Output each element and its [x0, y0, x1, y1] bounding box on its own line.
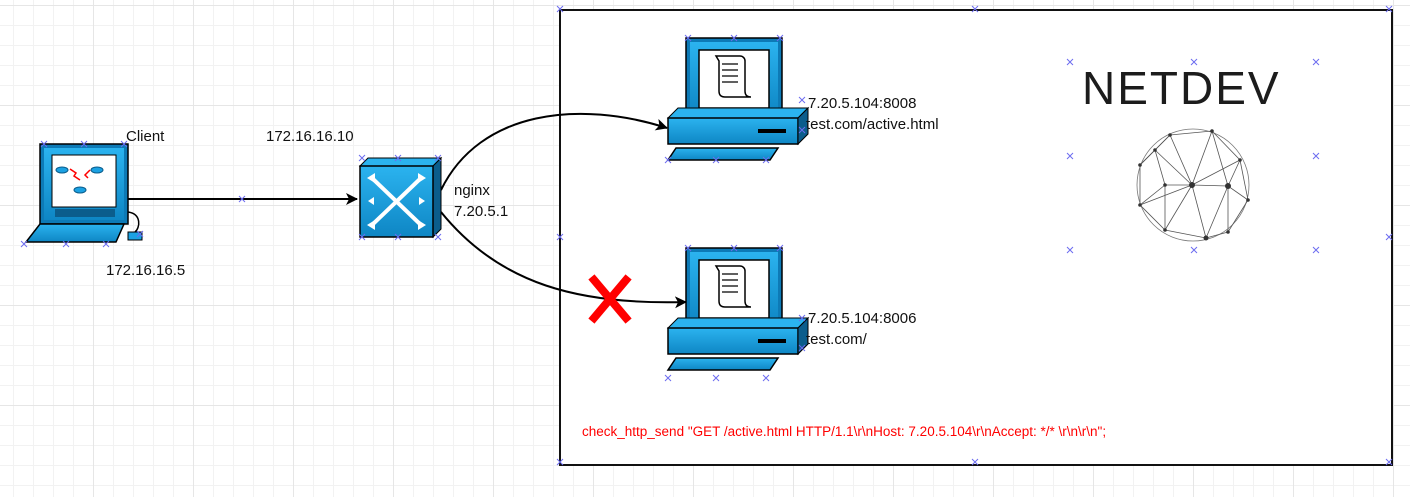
selection-handle — [798, 126, 806, 134]
selection-handle — [776, 244, 784, 252]
selection-handle — [971, 458, 979, 466]
selection-handle — [1385, 458, 1393, 466]
selection-handle — [80, 140, 88, 148]
selection-handle — [684, 244, 692, 252]
selection-handle — [434, 154, 442, 162]
netdev-sphere-icon — [1136, 128, 1250, 242]
selection-handle — [1066, 152, 1074, 160]
fail-x-icon — [588, 274, 632, 324]
selection-handle — [556, 233, 564, 241]
server-failed-url: test.com/ — [806, 331, 867, 348]
client-ip-label: 172.16.16.5 — [106, 262, 186, 279]
server-active-url: test.com/active.html — [806, 116, 939, 133]
selection-handle — [434, 233, 442, 241]
nginx-to-server-failed-link — [440, 211, 687, 309]
selection-handle — [762, 374, 770, 382]
selection-handle — [238, 195, 246, 203]
selection-handle — [730, 244, 738, 252]
selection-handle — [358, 233, 366, 241]
selection-handle — [730, 34, 738, 42]
selection-handle — [1312, 152, 1320, 160]
selection-handle — [1066, 246, 1074, 254]
nginx-switch-icon — [358, 156, 443, 239]
selection-handle — [40, 140, 48, 148]
selection-handle — [664, 156, 672, 164]
selection-handle — [556, 458, 564, 466]
nginx-to-server-active-link — [440, 112, 668, 191]
selection-handle — [394, 154, 402, 162]
server-active-icon — [666, 37, 810, 161]
selection-handle — [1066, 58, 1074, 66]
gateway-ip-label: 172.16.16.10 — [266, 128, 354, 145]
selection-handle — [798, 96, 806, 104]
selection-handle — [1385, 5, 1393, 13]
server-active-address: 7.20.5.104:8008 — [808, 95, 917, 112]
selection-handle — [62, 240, 70, 248]
selection-handle — [684, 34, 692, 42]
nginx-label: nginx — [454, 182, 490, 199]
selection-handle — [1312, 246, 1320, 254]
selection-handle — [120, 140, 128, 148]
health-check-command: check_http_send "GET /active.html HTTP/1… — [582, 424, 1107, 439]
selection-handle — [1385, 233, 1393, 241]
selection-handle — [712, 374, 720, 382]
selection-handles — [20, 5, 1393, 466]
selection-handle — [1190, 58, 1198, 66]
client-label: Client — [126, 128, 165, 145]
selection-handle — [712, 156, 720, 164]
selection-handle — [971, 5, 979, 13]
selection-handle — [20, 240, 28, 248]
selection-handle — [776, 34, 784, 42]
netdev-logo: NETDEV — [1082, 62, 1281, 114]
server-failed-icon — [666, 247, 810, 371]
selection-handle — [664, 374, 672, 382]
selection-handle — [798, 344, 806, 352]
selection-handle — [798, 314, 806, 322]
nginx-ip-label: 7.20.5.1 — [454, 203, 509, 220]
selection-handle — [1312, 58, 1320, 66]
selection-handle — [358, 154, 366, 162]
selection-handle — [1190, 246, 1198, 254]
selection-handle — [762, 156, 770, 164]
selection-handle — [102, 240, 110, 248]
selection-handle — [394, 233, 402, 241]
server-failed-address: 7.20.5.104:8006 — [808, 310, 917, 327]
selection-handle — [556, 5, 564, 13]
client-laptop-icon — [24, 143, 143, 243]
selection-handle — [136, 230, 144, 238]
